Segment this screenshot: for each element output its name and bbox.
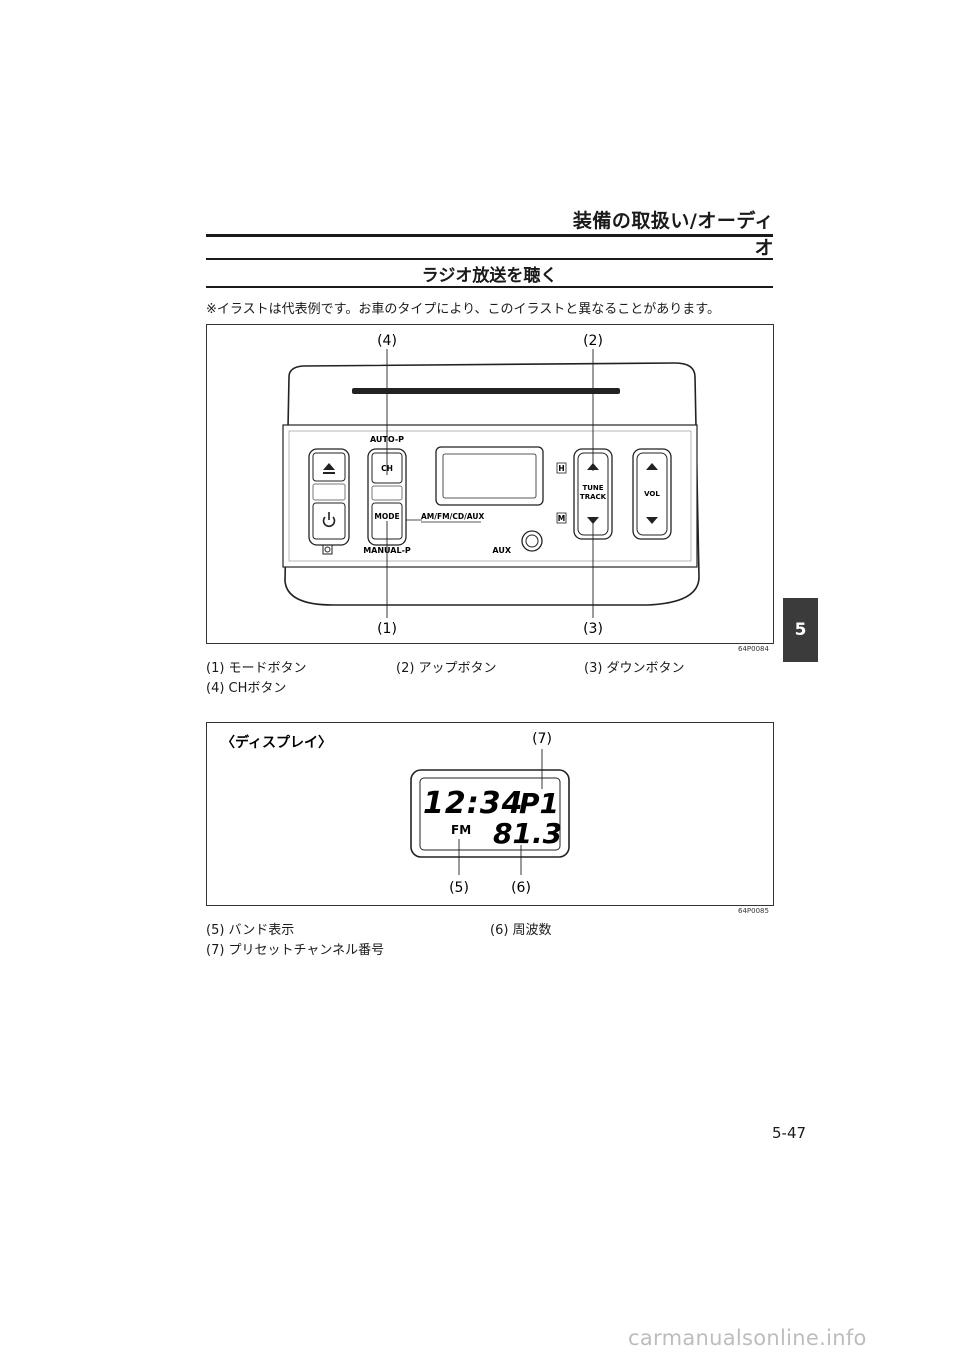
legend-item-6: (6) 周波数 <box>490 923 552 938</box>
figure2-code: 64P0085 <box>738 907 769 915</box>
track-label: TRACK <box>580 493 607 501</box>
frequency-readout: 81.3 <box>493 817 562 850</box>
mode-label: MODE <box>374 512 399 521</box>
band-indicator: FM <box>451 823 471 837</box>
vol-label: VOL <box>644 490 660 498</box>
section-rule-top <box>206 258 773 260</box>
header-rule <box>206 234 773 237</box>
h-indicator: H <box>558 464 564 473</box>
audio-unit-illustration: AUTO-P CH MODE MANUAL-P AM/FM/CD/AUX H M… <box>282 333 700 637</box>
callout-7: (7) <box>532 731 552 747</box>
preset-readout: P1 <box>519 787 559 820</box>
chapter-tab: 5 <box>783 598 818 662</box>
legend-item-3: (3) ダウンボタン <box>584 661 685 676</box>
legend-item-5: (5) バンド表示 <box>206 923 295 938</box>
legend-item-1: (1) モードボタン <box>206 661 307 676</box>
callout-2: (2) <box>583 333 603 349</box>
sound-icon <box>322 544 333 555</box>
lcd-screen <box>419 777 561 851</box>
figure1-code: 64P0084 <box>738 645 769 653</box>
display-illustration: 〈ディスプレイ〉 12:34 P1 FM 81.3 (7) (5) (6) <box>221 731 570 896</box>
legend-item-7: (7) プリセットチャンネル番号 <box>206 943 385 958</box>
page-number: 5-47 <box>772 1124 807 1142</box>
aux-label: AUX <box>492 546 511 555</box>
callout-5: (5) <box>449 880 469 896</box>
legend-item-4: (4) CHボタン <box>206 681 287 696</box>
callout-1: (1) <box>377 621 397 637</box>
volume-up-arrow-icon <box>646 463 658 470</box>
display-figure-title: 〈ディスプレイ〉 <box>221 734 332 751</box>
tune-label: TUNE <box>582 484 603 492</box>
m-indicator: M <box>558 514 565 523</box>
section-rule-bottom <box>206 286 773 288</box>
audio-unit-figure: AUTO-P CH MODE MANUAL-P AM/FM/CD/AUX H M… <box>206 324 774 644</box>
callout-6: (6) <box>511 880 531 896</box>
legend-item-2: (2) アップボタン <box>396 661 497 676</box>
power-icon <box>322 512 336 528</box>
disc-slot <box>352 388 620 394</box>
volume-down-arrow-icon <box>646 517 658 524</box>
clock-readout: 12:34 <box>423 786 524 821</box>
callout-3: (3) <box>583 621 603 637</box>
display-figure: 〈ディスプレイ〉 12:34 P1 FM 81.3 (7) (5) (6) <box>206 722 774 906</box>
callout-4: (4) <box>377 333 397 349</box>
header-title: 装備の取扱い/オーディオ <box>572 210 774 259</box>
section-title: ラジオ放送を聴く <box>421 266 558 286</box>
watermark: carmanualsonline.info <box>628 1326 867 1350</box>
am-fm-cd-aux-label: AM/FM/CD/AUX <box>421 512 484 521</box>
illustration-note: ※イラストは代表例です。お車のタイプにより、このイラストと異なることがあります。 <box>206 302 720 317</box>
eject-icon <box>323 463 335 474</box>
